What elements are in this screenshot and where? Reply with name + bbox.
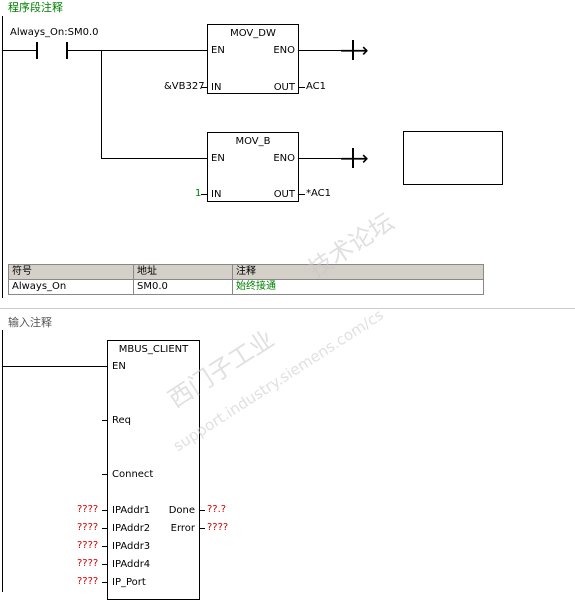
arrow-right-icon: ⟶ <box>340 146 369 170</box>
done-value[interactable]: ??.? <box>207 504 227 515</box>
mov-dw-en: EN <box>211 45 225 56</box>
in-stub <box>201 87 207 88</box>
eno-wire <box>299 158 351 159</box>
mbus-input-ip-port: IP_Port <box>112 577 146 588</box>
input-stub <box>102 420 107 421</box>
mov-dw-in-value[interactable]: &VB327 <box>164 81 205 92</box>
mbus-en: EN <box>112 361 126 372</box>
ipaddr3-value[interactable]: ???? <box>77 540 99 551</box>
network-divider <box>0 308 575 309</box>
mov-b-in-value[interactable]: 1 <box>195 188 202 199</box>
contact-right-bar <box>66 42 68 59</box>
comment-cell: 始终接通 <box>232 279 484 295</box>
symbol-cell: Always_On <box>8 279 134 295</box>
mbus-input-connect: Connect <box>112 469 154 480</box>
branch-wire <box>101 50 102 158</box>
mov-b-in: IN <box>211 189 222 200</box>
error-value[interactable]: ???? <box>207 522 229 533</box>
out-stub <box>299 194 305 195</box>
rung-wire <box>68 50 208 51</box>
rung-wire <box>3 50 36 51</box>
mov-b-eno: ENO <box>273 153 295 164</box>
arrow-end-bar <box>352 148 354 168</box>
network1-title[interactable]: 程序段注释 <box>8 1 63 14</box>
mbus-output-done: Done <box>168 505 195 516</box>
branch-wire <box>101 158 208 159</box>
empty-box[interactable] <box>403 131 503 185</box>
mov-b-out: OUT <box>273 189 295 200</box>
mbus-input-ipaddr1: IPAddr1 <box>112 505 151 516</box>
output-stub <box>200 510 205 511</box>
mbus-input-req: Req <box>112 415 131 426</box>
mov-dw-title: MOV_DW <box>230 28 276 39</box>
mbus-output-error: Error <box>170 523 195 534</box>
rung-wire <box>3 366 107 367</box>
arrow-end-bar <box>352 40 354 60</box>
symbol-header: 符号 <box>8 264 134 280</box>
input-stub <box>102 546 107 547</box>
eno-wire <box>299 50 351 51</box>
input-stub <box>102 510 107 511</box>
ip-port-value[interactable]: ???? <box>77 576 99 587</box>
mov-b-out-value[interactable]: *AC1 <box>306 188 332 199</box>
ipaddr4-value[interactable]: ???? <box>77 558 99 569</box>
contact-always-on[interactable] <box>36 42 68 59</box>
ipaddr2-value[interactable]: ???? <box>77 522 99 533</box>
mbus-input-ipaddr2: IPAddr2 <box>112 523 151 534</box>
address-header: 地址 <box>133 264 233 280</box>
mbus-client-title: MBUS_CLIENT <box>118 344 189 355</box>
mov-b-title: MOV_B <box>235 136 271 147</box>
mov-b-box[interactable]: MOV_B EN ENO IN OUT <box>207 132 299 202</box>
address-cell: SM0.0 <box>133 279 233 295</box>
network2-title[interactable]: 输入注释 <box>8 316 52 329</box>
input-stub <box>102 474 107 475</box>
ipaddr1-value[interactable]: ???? <box>77 504 99 515</box>
arrow-right-icon: ⟶ <box>340 38 369 62</box>
mov-dw-out-value[interactable]: AC1 <box>306 81 327 92</box>
mov-dw-eno: ENO <box>273 45 295 56</box>
table-row[interactable]: Always_On SM0.0 始终接通 <box>8 279 484 295</box>
symbol-table-header: 符号 地址 注释 <box>8 264 484 280</box>
power-rail-2 <box>2 330 3 592</box>
out-stub <box>299 87 305 88</box>
comment-header: 注释 <box>232 264 484 280</box>
output-stub <box>200 528 205 529</box>
mov-dw-box[interactable]: MOV_DW EN ENO IN OUT <box>207 24 299 94</box>
contact-left-bar <box>36 42 38 59</box>
in-stub <box>201 194 207 195</box>
power-rail-1 <box>2 16 3 298</box>
symbol-table: 符号 地址 注释 Always_On SM0.0 始终接通 <box>8 264 484 295</box>
mbus-input-ipaddr4: IPAddr4 <box>112 559 151 570</box>
mov-dw-out: OUT <box>273 82 295 93</box>
input-stub <box>102 582 107 583</box>
contact-label[interactable]: Always_On:SM0.0 <box>10 27 99 38</box>
mov-dw-in: IN <box>211 82 222 93</box>
input-stub <box>102 564 107 565</box>
mbus-input-ipaddr3: IPAddr3 <box>112 541 151 552</box>
mov-b-en: EN <box>211 153 225 164</box>
input-stub <box>102 528 107 529</box>
